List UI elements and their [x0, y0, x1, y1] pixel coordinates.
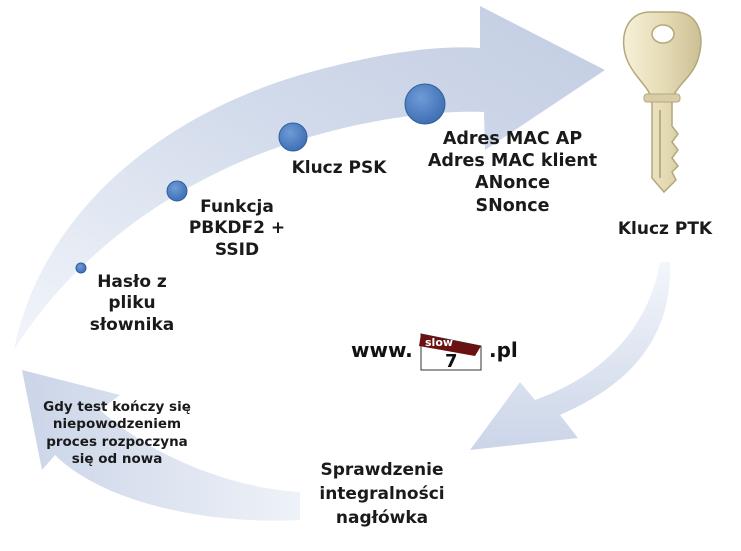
step-dot-3: [278, 122, 308, 152]
step-pbkdf2-ssid: Funkcja PBKDF2 + SSID: [188, 197, 286, 260]
logo-digit: 7: [445, 351, 458, 372]
logo-word: slow: [425, 336, 453, 349]
step-dot-2: [166, 180, 188, 202]
logo-mark: slow 7: [419, 333, 482, 372]
logo-suffix: .pl: [489, 338, 518, 362]
step-dot-4: [404, 83, 446, 125]
arrow-upper: [14, 6, 605, 350]
step-header-integrity-check: Sprawdzenie integralności nagłówka: [319, 460, 445, 528]
arrow-right: [470, 262, 671, 450]
step-password-from-dictionary: Hasło z pliku słownika: [89, 272, 175, 335]
failure-note: Gdy test kończy się niepowodzeniem proce…: [43, 399, 191, 467]
step-handshake-params: Adres MAC AP Adres MAC klient ANonce SNo…: [427, 129, 598, 216]
logo-prefix: www.: [351, 338, 413, 362]
step-ptk-key: Klucz PTK: [617, 219, 713, 239]
arrow-bottom: [22, 370, 300, 521]
key-icon: [622, 11, 702, 194]
step-dot-1: [75, 262, 87, 274]
site-logo: www. slow 7 .pl: [351, 332, 531, 374]
step-psk-key: Klucz PSK: [291, 158, 387, 178]
